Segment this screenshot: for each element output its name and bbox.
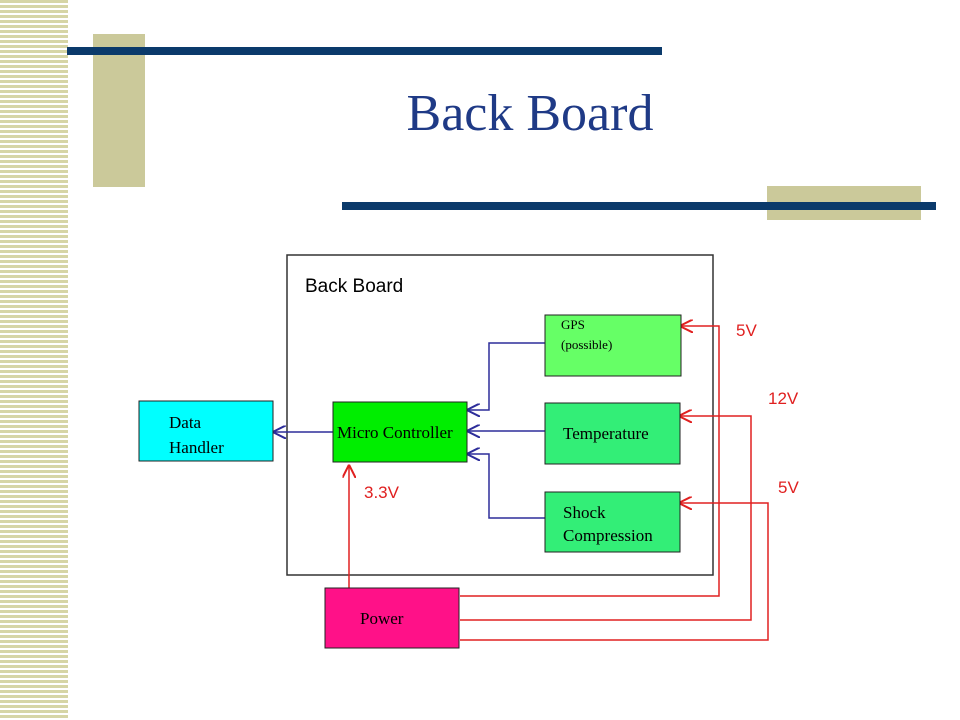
power-to-temperature-line [460, 416, 752, 621]
data-handler-box [138, 400, 274, 462]
power-connections [349, 326, 769, 641]
temperature-voltage-label: 12V [768, 389, 799, 408]
temperature-label: Temperature [563, 424, 649, 443]
gps-voltage-label: 5V [736, 321, 757, 340]
power-label: Power [360, 609, 404, 628]
power-to-shock-line [460, 503, 769, 641]
back-board-label: Back Board [305, 276, 403, 297]
accent-block-left [93, 34, 145, 187]
micro-controller-label: Micro Controller [337, 423, 453, 442]
power-box [324, 587, 460, 649]
micro-voltage-label: 3.3V [364, 483, 400, 502]
power-node: Power [324, 587, 460, 649]
handler-label: Handler [169, 438, 224, 457]
power-to-gps-line [460, 326, 720, 597]
gps-sublabel: (possible) [561, 337, 612, 352]
shock-voltage-label: 5V [778, 478, 799, 497]
temperature-box [544, 402, 681, 465]
temperature-node: Temperature [544, 402, 681, 465]
shock-compression-box [544, 491, 681, 553]
signal-connections [274, 342, 545, 519]
gps-label: GPS [561, 317, 585, 332]
bottom-rule [342, 202, 936, 210]
shock-to-micro-line [468, 454, 545, 519]
shock-compression-node: Shock Compression [544, 491, 681, 553]
micro-controller-box [332, 401, 468, 463]
compression-label: Compression [563, 526, 653, 545]
slide-title: Back Board [406, 85, 654, 142]
decorative-stripe-band [0, 0, 68, 720]
top-rule [67, 47, 662, 55]
shock-label: Shock [563, 503, 606, 522]
micro-controller-node: Micro Controller [332, 401, 468, 463]
gps-box [544, 314, 682, 377]
data-handler-node: Data Handler [138, 400, 274, 462]
gps-to-micro-line [468, 342, 545, 410]
data-label: Data [169, 413, 202, 432]
gps-node: GPS (possible) [544, 314, 682, 377]
